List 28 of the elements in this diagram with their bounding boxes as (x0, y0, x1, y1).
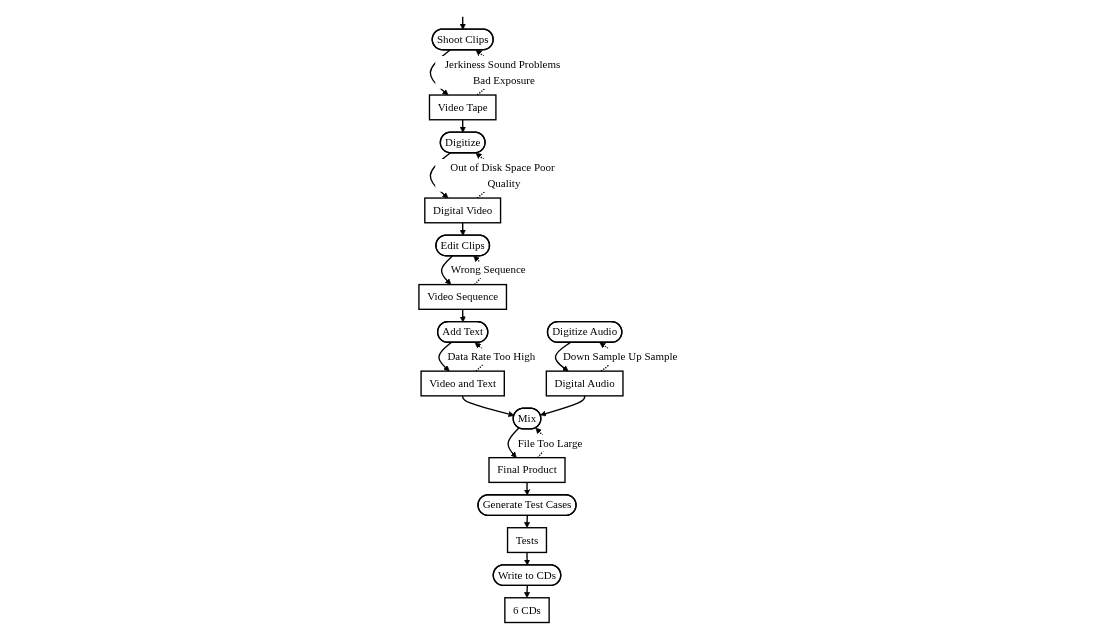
arrow (524, 481, 531, 495)
arrow (460, 221, 467, 236)
arrow (460, 15, 467, 30)
arrow (540, 394, 586, 416)
node-box: Digital Video (424, 196, 502, 223)
edge-label: Down Sample Up Sample (563, 350, 678, 362)
edge-label: Wrong Sequence (451, 263, 526, 276)
arrow (438, 341, 453, 371)
node-box: Video Sequence (418, 283, 508, 310)
node-box: Digital Audio (546, 369, 624, 397)
node-box: Video Tape (429, 93, 497, 120)
arrow (524, 551, 531, 565)
node-box: 6 CDs (504, 596, 551, 623)
arrow (524, 584, 531, 598)
node-box: Final Product (488, 456, 567, 483)
arrow (462, 394, 515, 417)
edge-label: Data Rate Too High (447, 349, 536, 362)
node-box: Tests (507, 526, 548, 553)
arrow (555, 341, 572, 371)
edge-label: Out of Disk Space Poor Quality (450, 160, 556, 189)
arrow (441, 254, 454, 285)
arrow (460, 308, 467, 322)
arrow (507, 426, 520, 458)
edge-label: Jerkiness Sound Problems Bad Exposure (445, 57, 561, 86)
arrow (524, 514, 531, 528)
edge-label: File Too Large (518, 436, 583, 449)
arrow (460, 118, 467, 133)
node-box: Video and Text (420, 369, 506, 397)
